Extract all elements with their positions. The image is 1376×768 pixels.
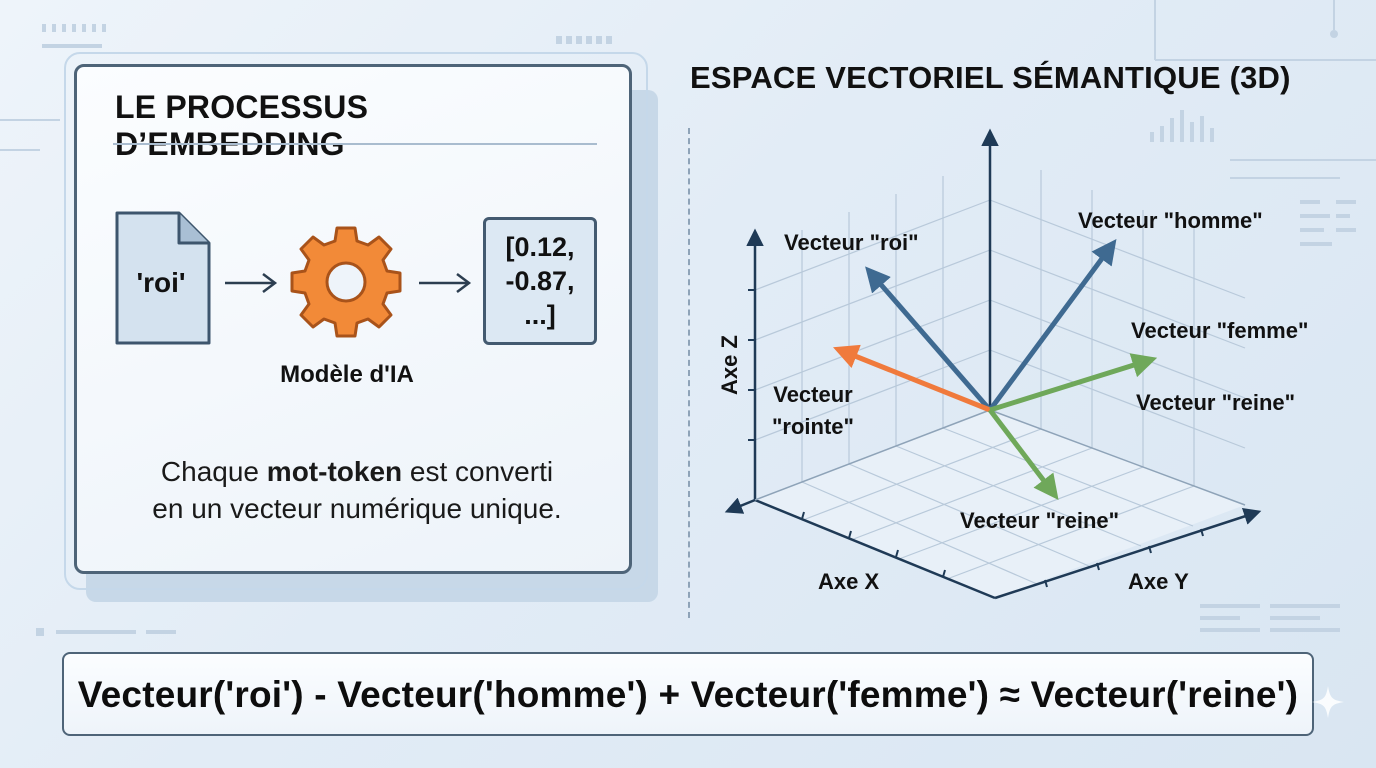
vector-line: -0.87, <box>505 266 575 296</box>
vector-values: [0.12, -0.87, ...] <box>486 230 594 332</box>
vector-homme-arrow <box>987 238 1117 412</box>
vector-output-box: [0.12, -0.87, ...] <box>483 217 597 345</box>
vector-rointe-arrow <box>833 344 991 413</box>
label-line: Vecteur <box>773 382 853 407</box>
description-text: en un vecteur numérique unique. <box>152 493 562 524</box>
document-icon <box>115 211 211 345</box>
vector-line: [0.12, <box>505 232 575 262</box>
label-line: "rointe" <box>772 414 854 439</box>
description-highlight: mot-token <box>266 456 403 487</box>
arrow-right-icon <box>419 273 472 293</box>
description-text: Chaque <box>160 456 267 487</box>
description-text: est converti <box>402 456 554 487</box>
gear-icon <box>290 226 402 338</box>
axis-ticks <box>748 289 1204 588</box>
label-vecteur-reine-bottom: Vecteur "reine" <box>960 508 1120 533</box>
embedding-process-panel: LE PROCESSUS D’EMBEDDING 'roi' Modèle d'… <box>74 64 632 574</box>
axis-y-label: Axe Y <box>1128 569 1189 594</box>
label-vecteur-femme: Vecteur "femme" <box>1131 318 1309 343</box>
axes <box>724 128 1262 600</box>
formula-box: Vecteur('roi') - Vecteur('homme') + Vect… <box>62 652 1314 736</box>
process-description: Chaque mot-token est converti en un vect… <box>107 453 607 527</box>
card-halo <box>64 52 648 590</box>
label-vecteur-reine-right: Vecteur "reine" <box>1136 390 1296 415</box>
label-vecteur-rointe: Vecteur "rointe" <box>772 382 854 440</box>
input-word: 'roi' <box>136 267 186 298</box>
grid-lines <box>754 170 1246 585</box>
vector-reine-arrow <box>988 408 1059 500</box>
vector-line: ...] <box>524 300 556 330</box>
arrow-right-icon <box>225 273 278 293</box>
axis-x-label: Axe X <box>818 569 880 594</box>
title-divider <box>113 143 597 145</box>
axis-z-label: Axe Z <box>716 335 742 395</box>
label-vecteur-roi: Vecteur "roi" <box>784 230 919 255</box>
panel-divider <box>688 128 690 618</box>
floor-plane <box>755 410 1245 598</box>
analogy-formula: Vecteur('roi') - Vecteur('homme') + Vect… <box>77 674 1299 715</box>
sparkle-icon <box>1312 686 1344 718</box>
model-label: Modèle d'IA <box>280 361 414 388</box>
vector-femme-arrow <box>989 353 1158 413</box>
label-vecteur-homme: Vecteur "homme" <box>1078 208 1263 233</box>
vector-space-title: ESPACE VECTORIEL SÉMANTIQUE (3D) <box>690 60 1291 95</box>
vector-roi-arrow <box>865 266 992 412</box>
